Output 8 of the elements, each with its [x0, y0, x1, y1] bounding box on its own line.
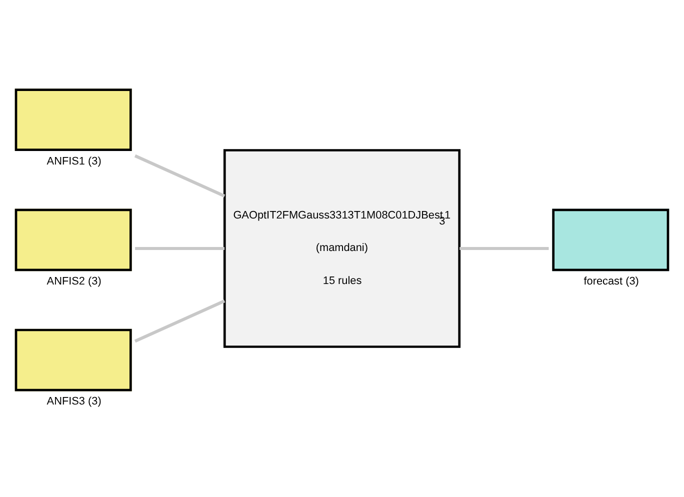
connector [134, 154, 226, 198]
connector [135, 246, 225, 250]
connector [134, 300, 226, 343]
node-label: ANFIS1 (3) [46, 155, 102, 168]
connector [460, 246, 549, 250]
node-label: ANFIS3 (3) [46, 396, 102, 408]
node-label: ANFIS2 (3) [46, 276, 102, 288]
node-label: forecast (3) [584, 276, 639, 288]
